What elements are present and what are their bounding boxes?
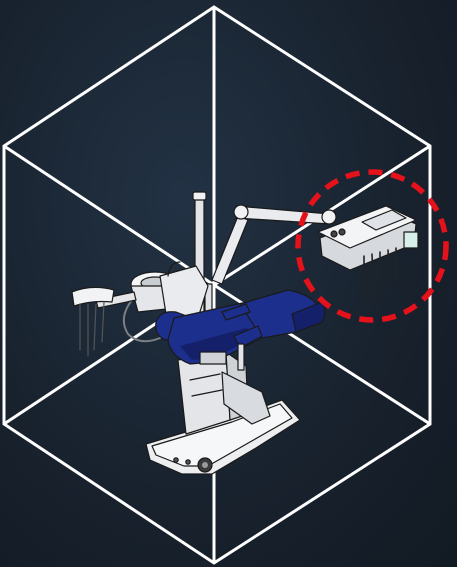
dashed-circle-highlight-icon: [295, 169, 449, 323]
base-bolt-left: [173, 457, 179, 463]
assistant-instrument: [93, 303, 97, 351]
arm-joint-icon: [233, 204, 249, 220]
base-bolt-right: [185, 459, 191, 465]
water-spout: [167, 261, 181, 277]
delivery-tray-screen: [361, 209, 407, 231]
assistant-arm: [95, 291, 137, 309]
assistant-tray: [71, 286, 115, 307]
articulating-arm-lower: [211, 215, 249, 285]
pedestal-detail: [191, 389, 223, 397]
tray-control-button: [338, 228, 346, 236]
tray-control-button: [330, 230, 338, 238]
cuspidor-hose: [122, 299, 161, 343]
delivery-pole-cap: [192, 191, 207, 201]
arm-joint-icon: [321, 209, 337, 225]
chair-armrest-back: [221, 303, 251, 321]
chair-lift-arm: [221, 371, 271, 425]
dental-chair-icon: [71, 191, 419, 475]
hexagon-spoke-upper-left: [3, 144, 215, 287]
tray-instrument-hose: [371, 253, 375, 305]
articulating-arm-upper: [235, 205, 331, 225]
pedestal-detail: [189, 373, 221, 381]
armrest-support: [237, 343, 245, 371]
seat-support: [199, 351, 227, 365]
foot-control-center: [202, 462, 208, 468]
hexagon-border: [2, 5, 432, 565]
tray-side-display: [403, 231, 419, 249]
water-unit-housing: [159, 265, 209, 319]
tray-instrument-hose: [387, 249, 391, 293]
assistant-instrument: [101, 301, 105, 343]
hexagon-outline-icon: [2, 5, 432, 565]
